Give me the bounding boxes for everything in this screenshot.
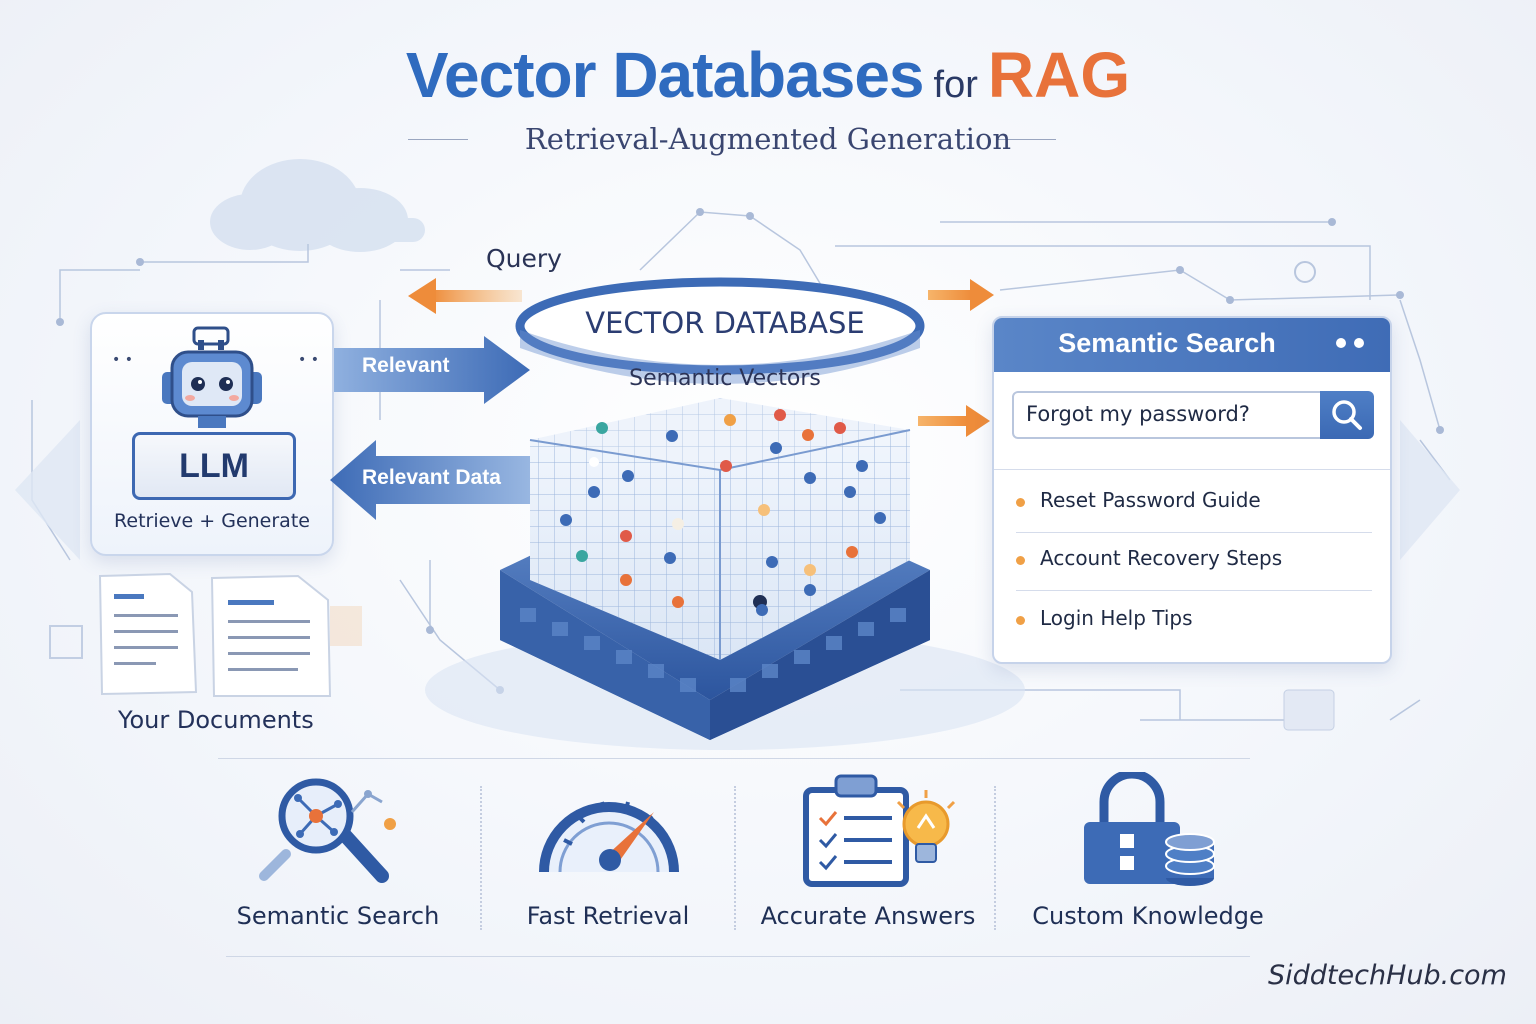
- vector-points: [560, 409, 886, 616]
- feature-divider: [994, 786, 996, 930]
- llm-label: LLM: [132, 432, 296, 500]
- relevant-label: Relevant: [362, 354, 450, 377]
- feature-divider: [734, 786, 736, 930]
- header-dot-icon: [1354, 338, 1364, 348]
- bullet-icon: [1016, 616, 1025, 625]
- relevant-data-arrow-icon: [330, 440, 534, 520]
- title-accent: RAG: [987, 39, 1131, 111]
- relevant-arrow-icon: [334, 336, 530, 404]
- feature-label: Semantic Search: [236, 902, 440, 930]
- document-icon: [210, 574, 332, 697]
- header-dot-icon: [1336, 338, 1346, 348]
- search-result-label: Login Help Tips: [1040, 606, 1193, 630]
- llm-dots-left: • •: [112, 352, 133, 368]
- search-panel-header: [994, 318, 1390, 372]
- search-result-item[interactable]: Login Help Tips: [1016, 592, 1372, 650]
- search-input[interactable]: [1024, 393, 1318, 435]
- vector-grid-cube: [529, 398, 911, 660]
- relevant-data-label: Relevant Data: [362, 466, 501, 489]
- search-result-label: Account Recovery Steps: [1040, 546, 1283, 570]
- feature-divider: [480, 786, 482, 930]
- bullet-icon: [1016, 556, 1025, 565]
- search-button[interactable]: [1320, 391, 1374, 439]
- search-result-item[interactable]: Reset Password Guide: [1016, 474, 1372, 533]
- database-icon: [1165, 833, 1215, 886]
- speedometer-icon: [539, 801, 679, 873]
- search-result-item[interactable]: Account Recovery Steps: [1016, 532, 1372, 591]
- semantic-vectors-label: Semantic Vectors: [629, 366, 821, 391]
- robot-icon: [162, 326, 262, 428]
- semantic-search-panel: Semantic Search Reset Password Guide Acc…: [992, 316, 1392, 664]
- page-subtitle: Retrieval-Augmented Generation: [524, 122, 1012, 156]
- features-rule-bottom: [226, 956, 1250, 957]
- forward-arrow-icon: [928, 279, 994, 311]
- search-box: [1012, 391, 1322, 439]
- lightbulb-icon: [896, 790, 956, 863]
- query-arrow-icon: [408, 278, 522, 314]
- database-ring: [515, 277, 925, 384]
- magnifier-network-icon: [259, 778, 396, 883]
- documents-illustration: [98, 572, 362, 697]
- vector-database-label: VECTOR DATABASE: [585, 306, 865, 340]
- cloud-icon: [210, 159, 425, 252]
- subtitle-rule-left: [408, 139, 468, 140]
- features-rule-top: [218, 758, 1250, 759]
- llm-dots-right: • •: [298, 352, 319, 368]
- feature-label: Accurate Answers: [760, 902, 976, 930]
- search-arrow-icon: [918, 405, 990, 437]
- title-main: Vector Databases: [405, 39, 925, 111]
- query-label: Query: [486, 244, 562, 273]
- search-panel-title: Semantic Search: [1058, 328, 1276, 358]
- search-icon: [1332, 400, 1362, 430]
- padlock-icon: [1084, 772, 1215, 886]
- bullet-icon: [1016, 498, 1025, 507]
- credit-text: SiddtechHub.com: [1268, 960, 1507, 991]
- feature-label: Custom Knowledge: [1032, 902, 1264, 930]
- document-icon: [98, 572, 198, 696]
- documents-label: Your Documents: [118, 706, 314, 734]
- llm-caption: Retrieve + Generate: [114, 510, 310, 532]
- checklist-icon: [803, 774, 956, 887]
- feature-label: Fast Retrieval: [526, 902, 690, 930]
- llm-card: • • • • LLM Retrieve + Generate: [90, 312, 334, 556]
- vector-database-illustration: [500, 277, 930, 740]
- search-result-label: Reset Password Guide: [1040, 488, 1261, 512]
- subtitle-rule-right: [996, 139, 1056, 140]
- search-divider: [994, 469, 1390, 470]
- title-for: for: [933, 64, 978, 106]
